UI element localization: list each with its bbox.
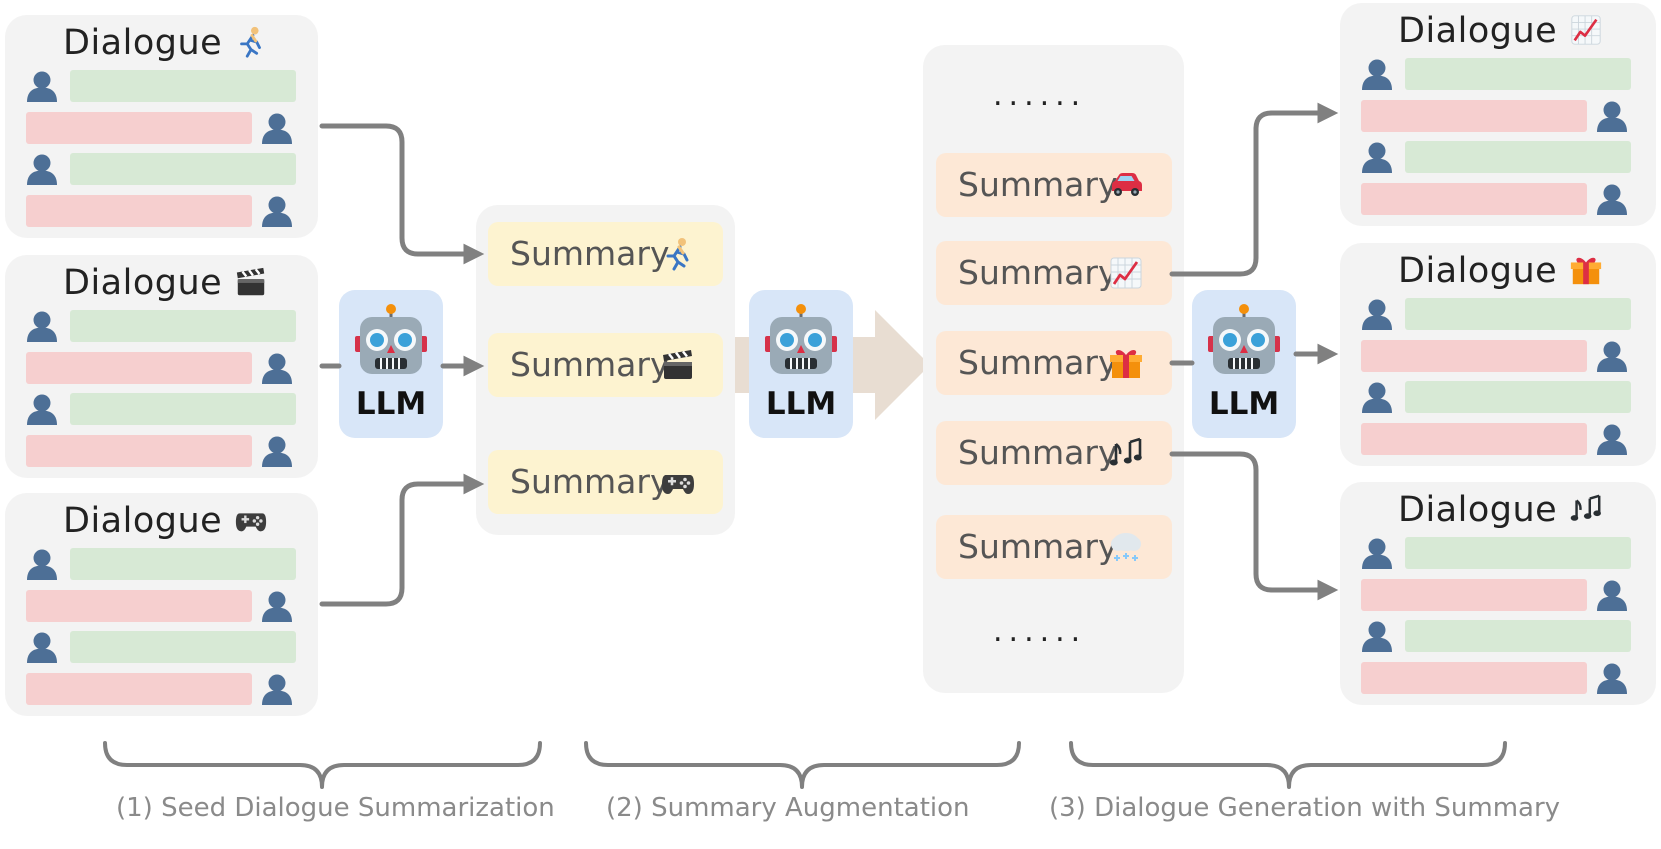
arrow-music-to-dialogue <box>1169 451 1339 601</box>
brace-stage3 <box>1069 741 1507 789</box>
speaker-b-turn <box>1361 662 1587 694</box>
brace-stage1 <box>103 741 542 789</box>
summary-label: Summary <box>510 345 670 384</box>
augmented-summary-music: Summary <box>936 421 1172 485</box>
llm-augmenter: LLM <box>749 290 853 438</box>
summary-label: Summary <box>510 234 670 273</box>
llm-label: LLM <box>765 386 837 422</box>
dialogue-title: Dialogue <box>63 23 223 63</box>
speaker-b-turn <box>26 195 252 227</box>
speaker-a-turn <box>1405 620 1631 652</box>
llm-label: LLM <box>355 386 427 422</box>
ellipsis-top: ...... <box>993 78 1087 113</box>
speaker-b-turn <box>26 590 252 622</box>
speaker-a-turn <box>1405 381 1631 413</box>
speaker-b-turn <box>26 112 252 144</box>
speaker-b-turn <box>26 435 252 467</box>
dialogue-title: Dialogue <box>1398 11 1558 51</box>
dialogue-title: Dialogue <box>63 263 223 303</box>
summary-label: Summary <box>958 343 1118 382</box>
dialogue-title: Dialogue <box>63 501 223 541</box>
stage3-caption: (3) Dialogue Generation with Summary <box>1049 793 1561 823</box>
arrow-gamepad-to-summary <box>319 473 485 607</box>
speaker-a-turn <box>70 153 296 185</box>
summary-label: Summary <box>958 253 1118 292</box>
speaker-a-turn <box>70 548 296 580</box>
augmented-summary-gift: Summary <box>936 331 1172 395</box>
summary-label: Summary <box>510 462 670 501</box>
stage1-caption: (1) Seed Dialogue Summarization <box>116 793 555 823</box>
speaker-a-turn <box>1405 537 1631 569</box>
speaker-a-turn <box>70 393 296 425</box>
brace-stage2 <box>584 741 1021 789</box>
summary-label: Summary <box>958 527 1118 566</box>
augmented-summary-snow: Summary <box>936 515 1172 579</box>
speaker-b-turn <box>1361 100 1587 132</box>
augmented-summary-car: Summary <box>936 153 1172 217</box>
seed-summary-clapperboard: Summary <box>488 333 723 397</box>
generated-dialogue-gift: Dialogue <box>1340 243 1656 466</box>
llm-summarizer: LLM <box>339 290 443 438</box>
seed-summary-runner: Summary <box>488 222 723 286</box>
arrow-runner-to-summary <box>319 123 485 265</box>
speaker-b-turn <box>1361 579 1587 611</box>
speaker-b-turn <box>26 673 252 705</box>
speaker-a-turn <box>70 310 296 342</box>
seed-dialogue-clapperboard: Dialogue <box>5 255 318 478</box>
speaker-a-turn <box>70 70 296 102</box>
seed-summary-gamepad: Summary <box>488 450 723 514</box>
arrow-chart-to-dialogue <box>1169 102 1339 277</box>
llm-generator: LLM <box>1192 290 1296 438</box>
seed-dialogue-gamepad: Dialogue <box>5 493 318 716</box>
speaker-b-turn <box>1361 423 1587 455</box>
seed-dialogue-runner: Dialogue <box>5 15 318 238</box>
speaker-a-turn <box>70 631 296 663</box>
speaker-a-turn <box>1405 298 1631 330</box>
speaker-b-turn <box>1361 340 1587 372</box>
dialogue-title: Dialogue <box>1398 251 1558 291</box>
llm-label: LLM <box>1208 386 1280 422</box>
dialogue-title: Dialogue <box>1398 490 1558 530</box>
speaker-a-turn <box>1405 141 1631 173</box>
summary-label: Summary <box>958 433 1118 472</box>
speaker-a-turn <box>1405 58 1631 90</box>
summary-label: Summary <box>958 165 1118 204</box>
stage2-caption: (2) Summary Augmentation <box>606 793 970 823</box>
augmented-summary-chart: Summary <box>936 241 1172 305</box>
generated-dialogue-music: Dialogue <box>1340 482 1656 705</box>
ellipsis-bottom: ...... <box>993 614 1087 649</box>
generated-dialogue-chart: Dialogue <box>1340 3 1656 226</box>
speaker-b-turn <box>26 352 252 384</box>
speaker-b-turn <box>1361 183 1587 215</box>
